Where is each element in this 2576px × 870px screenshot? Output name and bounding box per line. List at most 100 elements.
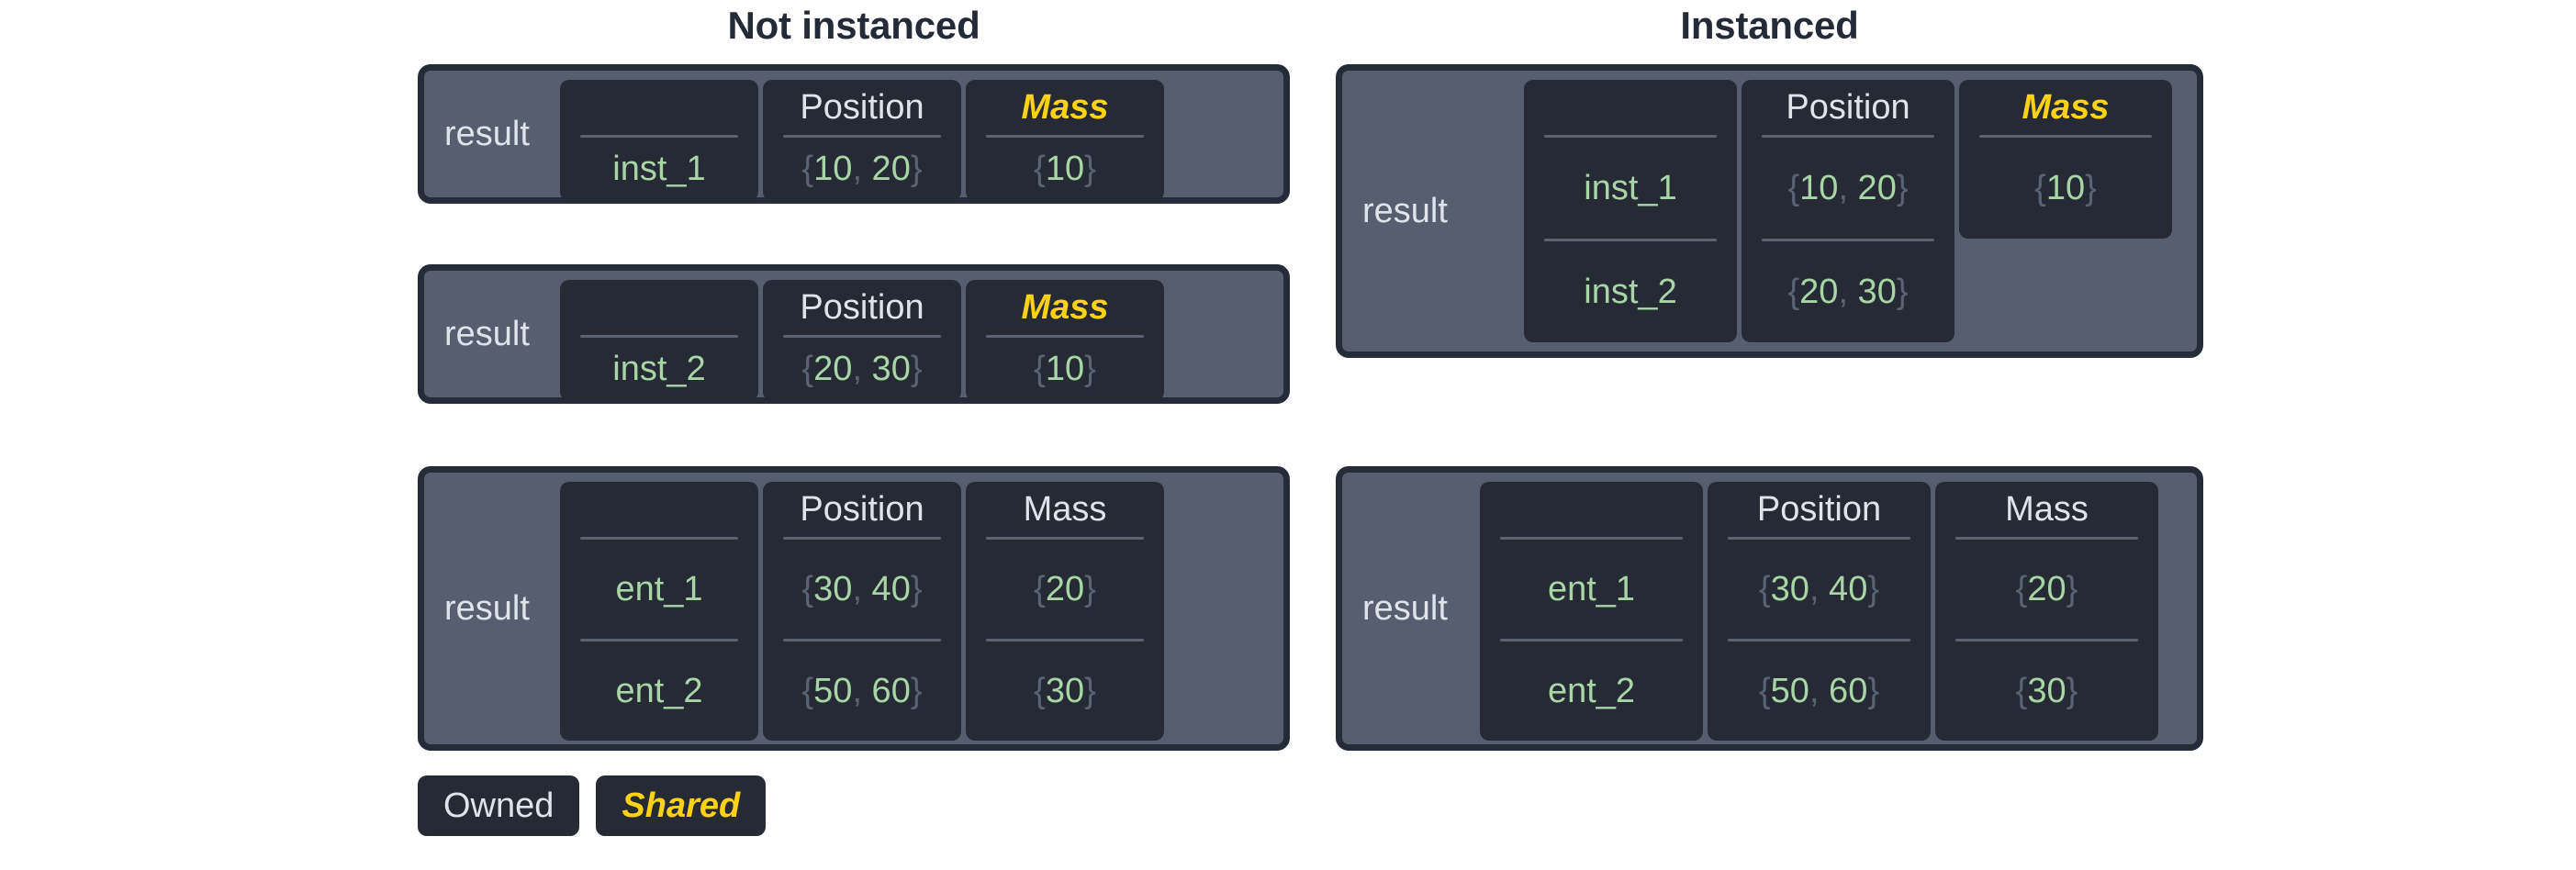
- column-header-position: Position: [800, 287, 924, 327]
- header-rule: [783, 135, 941, 138]
- column-header-mass: Mass: [2005, 489, 2089, 529]
- brace-open: {: [2015, 569, 2028, 608]
- column-header-name: [560, 280, 758, 335]
- brace-open: {: [801, 350, 814, 388]
- cell-mass-value: 10: [2045, 168, 2086, 207]
- result-label-cell: result: [1342, 473, 1480, 744]
- brace-open: {: [2015, 671, 2028, 710]
- header-rule: [1500, 537, 1683, 540]
- column-header-name: [560, 80, 758, 135]
- cell-position-value: 50, 60: [1770, 671, 1868, 710]
- brace-open: {: [1034, 150, 1046, 188]
- column-mass: Mass {10}: [966, 280, 1164, 401]
- header-rule: [783, 537, 941, 540]
- column-header-name: [560, 482, 758, 537]
- brace-open: {: [2034, 168, 2046, 207]
- cell-name: inst_1: [612, 150, 706, 188]
- column-group: inst_2 Position {20, 30} Mass {10}: [560, 271, 1283, 401]
- cell-position-value: 50, 60: [813, 671, 911, 710]
- cell-mass: {10}: [1959, 138, 2172, 239]
- cell-position: {20, 30}: [1742, 241, 1954, 342]
- cell-position: {30, 40}: [1708, 540, 1931, 639]
- column-mass: Mass {20} {30}: [1935, 482, 2158, 741]
- column-position: Position {10, 20}: [763, 80, 961, 201]
- cell-mass: {30}: [966, 641, 1164, 741]
- cell-mass: {10}: [966, 338, 1164, 401]
- row-rule: [1500, 639, 1683, 641]
- cell-name: ent_2: [615, 671, 703, 710]
- header-rule: [1955, 537, 2138, 540]
- result-label: result: [444, 314, 530, 353]
- cell-name: ent_1: [615, 569, 703, 608]
- column-group: inst_1 Position {10, 20} Mass {10}: [560, 71, 1283, 201]
- brace-open: {: [1758, 569, 1771, 608]
- header-rule: [1544, 135, 1717, 138]
- column-position: Position {20, 30}: [763, 280, 961, 401]
- cell-mass: {20}: [966, 540, 1164, 639]
- cell-position-value: 10, 20: [813, 150, 911, 188]
- cell-name: inst_1: [1584, 168, 1677, 207]
- brace-close: }: [1867, 671, 1880, 710]
- brace-close: }: [1896, 272, 1909, 311]
- header-rule: [580, 335, 738, 338]
- header-rule: [1979, 135, 2152, 138]
- result-label: result: [444, 588, 530, 628]
- cell-mass-value: 10: [1045, 150, 1085, 188]
- header-rule: [1728, 537, 1910, 540]
- brace-open: {: [1787, 168, 1800, 207]
- table-not-instanced-inst2: result inst_2 Position {20, 30} Mass {10…: [418, 264, 1290, 404]
- column-header-name: [1524, 80, 1737, 135]
- cell-mass-value: 20: [1045, 569, 1085, 608]
- brace-close: }: [2085, 168, 2097, 207]
- column-position: Position {10, 20} {20, 30}: [1742, 80, 1954, 342]
- cell-mass-value: 30: [2027, 671, 2066, 710]
- table-not-instanced-entities: result ent_1 ent_2 Position {30, 40} {50…: [418, 466, 1290, 751]
- column-mass: Mass {20} {30}: [966, 482, 1164, 741]
- column-position: Position {30, 40} {50, 60}: [1708, 482, 1931, 741]
- column-header-name: [1480, 482, 1703, 537]
- row-rule: [783, 639, 941, 641]
- cell-position-value: 20, 30: [813, 350, 911, 388]
- cell-mass: {20}: [1935, 540, 2158, 639]
- cell-mass-value: 20: [2027, 569, 2066, 608]
- section-title-instanced: Instanced: [1680, 4, 1859, 47]
- table-instanced-instances: result inst_1 inst_2 Position {10, 20} {…: [1336, 64, 2203, 358]
- brace-open: {: [1034, 350, 1046, 388]
- cell-position: {20, 30}: [763, 338, 961, 401]
- result-label: result: [1362, 191, 1448, 230]
- header-rule: [986, 335, 1144, 338]
- cell-position-value: 20, 30: [1799, 272, 1897, 311]
- brace-close: }: [910, 569, 923, 608]
- cell-name: inst_2: [1584, 272, 1677, 311]
- cell-position-value: 10, 20: [1799, 168, 1897, 207]
- cell-name: inst_2: [612, 350, 706, 388]
- brace-open: {: [801, 569, 814, 608]
- brace-open: {: [1034, 671, 1046, 710]
- cell-name: ent_1: [1547, 569, 1636, 608]
- result-label: result: [444, 114, 530, 153]
- cell-mass-value: 30: [1045, 671, 1085, 710]
- brace-close: }: [1867, 569, 1880, 608]
- section-title-not-instanced: Not instanced: [727, 4, 980, 47]
- cell-mass: {10}: [966, 138, 1164, 201]
- legend-chip-shared: Shared: [596, 775, 767, 836]
- cell-position: {10, 20}: [763, 138, 961, 201]
- brace-close: }: [910, 350, 923, 388]
- column-mass-shared: Mass {10}: [1959, 80, 2172, 239]
- column-header-position: Position: [800, 87, 924, 127]
- row-rule: [1955, 639, 2138, 641]
- header-rule: [783, 335, 941, 338]
- brace-open: {: [1787, 272, 1800, 311]
- result-label-cell: result: [424, 71, 560, 197]
- row-rule: [1762, 239, 1934, 241]
- row-rule: [986, 639, 1144, 641]
- row-rule: [1544, 239, 1717, 241]
- brace-open: {: [801, 671, 814, 710]
- row-rule: [1728, 639, 1910, 641]
- brace-close: }: [2066, 671, 2078, 710]
- brace-close: }: [1084, 150, 1096, 188]
- cell-position-value: 30, 40: [813, 569, 911, 608]
- cell-name: ent_2: [1547, 671, 1636, 710]
- column-header-position: Position: [1756, 489, 1882, 529]
